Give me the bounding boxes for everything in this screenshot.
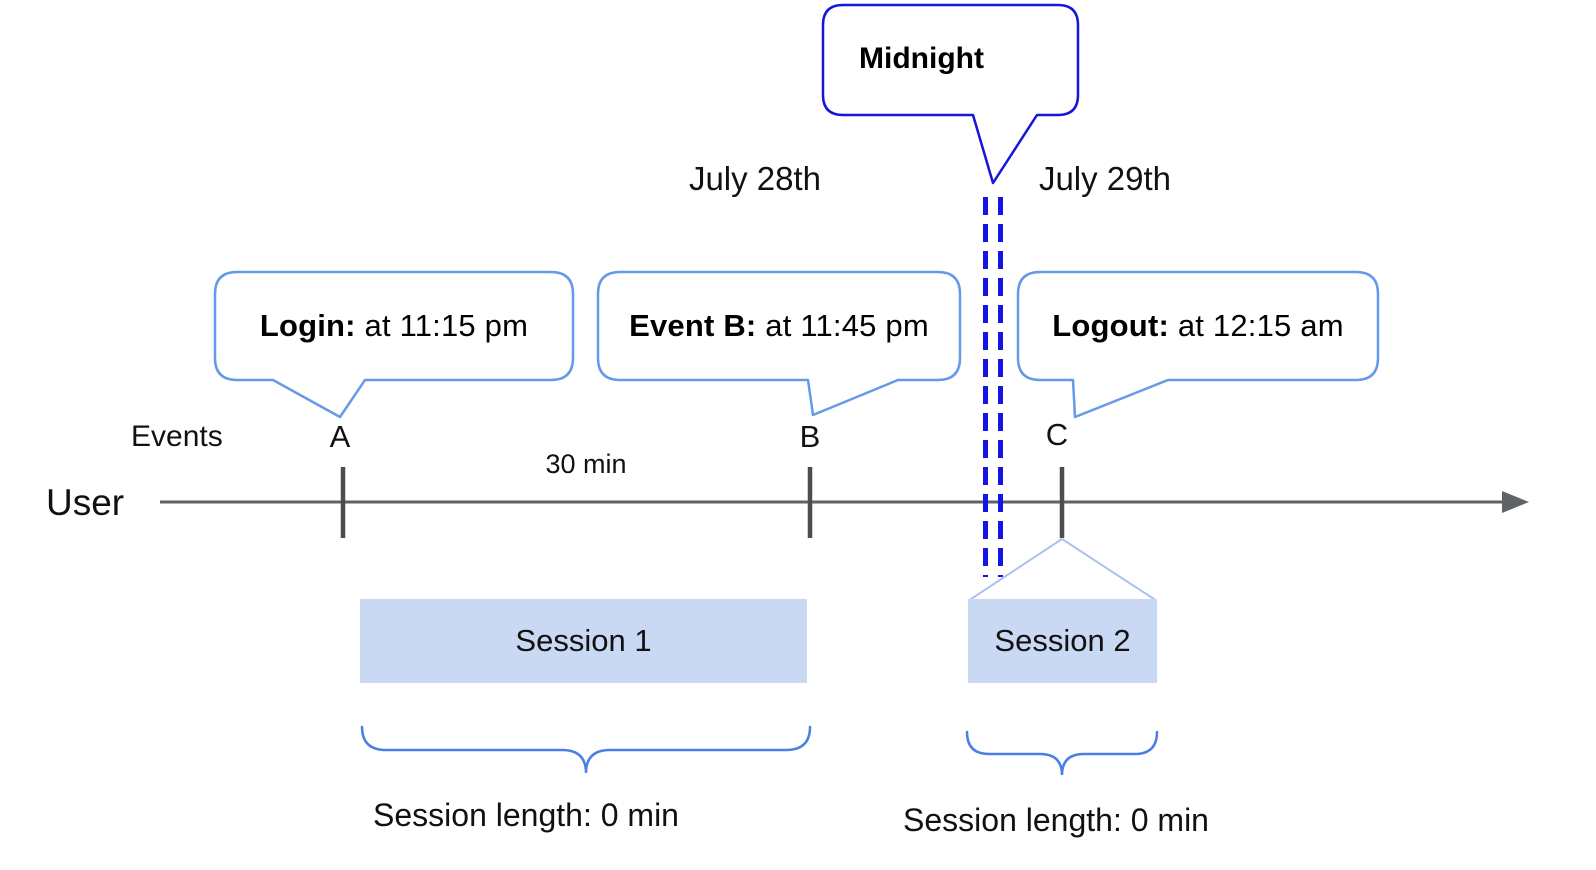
logout-callout-title: Logout: xyxy=(1052,308,1169,343)
midnight-callout-label: Midnight xyxy=(859,42,984,75)
session2-length-label: Session length: 0 min xyxy=(903,802,1209,838)
event-b-callout-bubble xyxy=(596,270,962,417)
login-callout-detail: at 11:15 pm xyxy=(355,308,529,343)
event-c-letter: C xyxy=(1045,417,1069,452)
event-b-letter: B xyxy=(799,419,821,454)
timeline-arrowhead-icon xyxy=(1502,491,1529,513)
user-axis-label: User xyxy=(46,482,125,523)
event-b-callout-text: Event B: at 11:45 pm xyxy=(598,272,960,380)
session2-funnel-line-right xyxy=(1061,538,1158,602)
event-a-letter: A xyxy=(329,419,351,454)
login-callout-title: Login: xyxy=(259,308,356,343)
login-callout-bubble xyxy=(213,270,575,419)
midnight-callout-bubble xyxy=(821,3,1080,185)
events-axis-label: Events xyxy=(131,420,223,453)
session2-length-brace xyxy=(965,730,1159,776)
event-b-callout-detail: at 11:45 pm xyxy=(756,308,929,343)
logout-callout-detail: at 12:15 am xyxy=(1169,308,1344,343)
session2-box: Session 2 xyxy=(968,599,1157,683)
session1-length-label: Session length: 0 min xyxy=(373,797,679,833)
logout-callout-text: Logout: at 12:15 am xyxy=(1018,272,1378,380)
event-b-callout-title: Event B: xyxy=(629,308,757,343)
login-callout-text: Login: at 11:15 pm xyxy=(215,272,573,380)
date-label-july-29: July 29th xyxy=(1038,160,1172,197)
gap-duration-label: 30 min xyxy=(545,449,627,479)
session1-box-label: Session 1 xyxy=(515,623,652,658)
logout-callout-bubble xyxy=(1016,270,1380,419)
session2-funnel-line-left xyxy=(967,538,1063,602)
session1-length-brace xyxy=(360,725,812,774)
date-label-july-28: July 28th xyxy=(688,160,822,197)
session2-box-label: Session 2 xyxy=(994,623,1131,658)
session1-box: Session 1 xyxy=(360,599,807,683)
